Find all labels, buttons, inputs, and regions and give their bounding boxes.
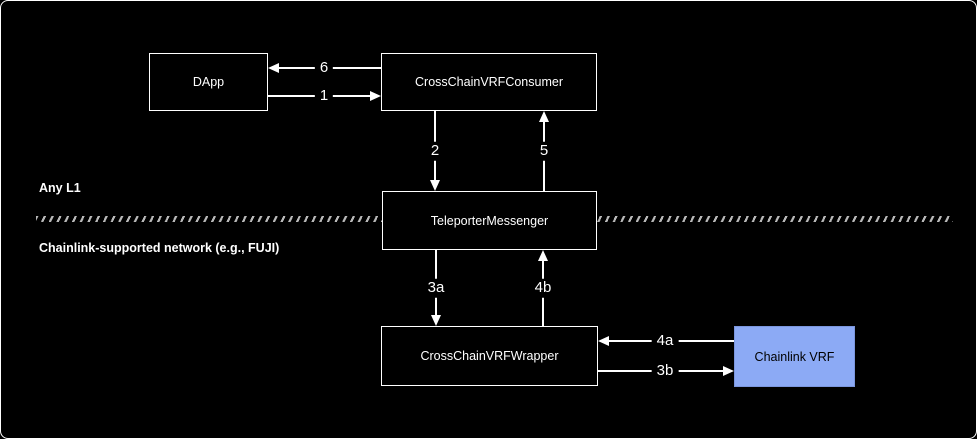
edge-3a-arrowhead-icon — [431, 315, 441, 326]
node-crosschain-vrf-wrapper: CrossChainVRFWrapper — [381, 326, 598, 386]
node-chainlink-vrf: Chainlink VRF — [734, 326, 855, 387]
edge-1-label: 1 — [314, 86, 334, 106]
edge-4b-arrowhead-icon — [538, 250, 548, 261]
edge-3b-arrowhead-icon — [723, 366, 734, 376]
edge-4a-label: 4a — [651, 331, 679, 351]
node-dapp: DApp — [149, 53, 268, 111]
edge-4a-arrowhead-icon — [598, 336, 609, 346]
edge-5-label: 5 — [534, 141, 554, 161]
edge-2-arrowhead-icon — [430, 180, 440, 191]
node-dapp-label: DApp — [192, 75, 225, 89]
node-crosschain-vrf-wrapper-label: CrossChainVRFWrapper — [420, 349, 559, 363]
edge-3a-label: 3a — [422, 278, 450, 298]
edge-6-arrowhead-icon — [268, 63, 279, 73]
edge-3b-label: 3b — [651, 361, 679, 381]
region-label-any-l1: Any L1 — [39, 181, 81, 195]
node-teleporter-messenger-label: TeleporterMessenger — [430, 213, 549, 228]
node-teleporter-messenger: TeleporterMessenger — [382, 191, 597, 250]
edge-2-label: 2 — [425, 141, 445, 161]
node-crosschain-vrf-consumer-label: CrossChainVRFConsumer — [415, 75, 563, 89]
region-label-chainlink-network: Chainlink-supported network (e.g., FUJI) — [39, 241, 280, 255]
node-crosschain-vrf-consumer: CrossChainVRFConsumer — [381, 53, 597, 111]
node-chainlink-vrf-label: Chainlink VRF — [754, 349, 835, 364]
edge-1-arrowhead-icon — [370, 91, 381, 101]
edge-6-label: 6 — [314, 58, 334, 78]
edge-5-arrowhead-icon — [539, 111, 549, 122]
edge-4b-label: 4b — [529, 278, 557, 298]
